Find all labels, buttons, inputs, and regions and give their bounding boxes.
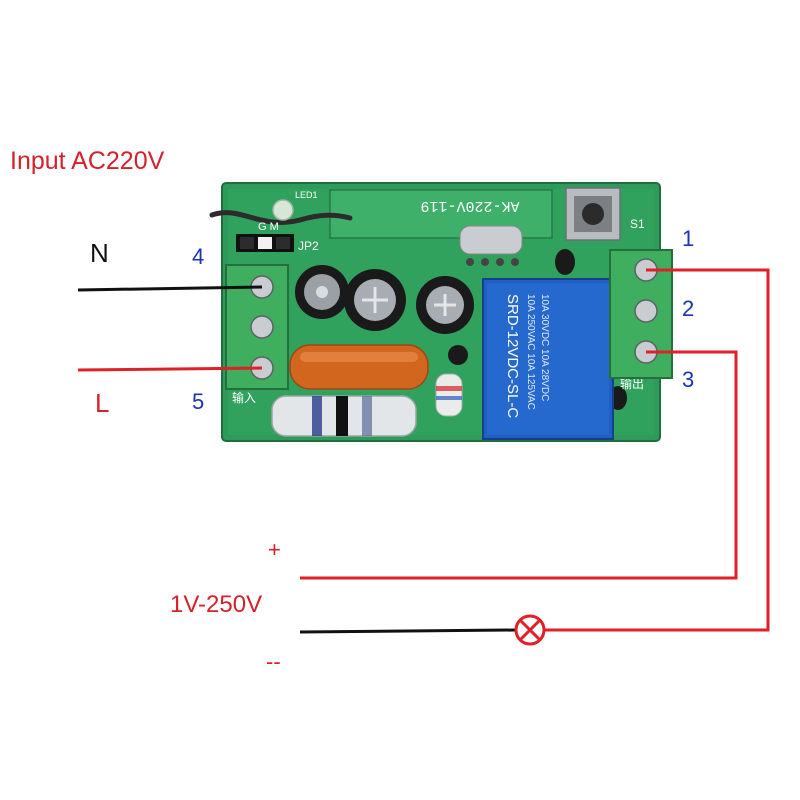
jumper-letters: G M [258,221,279,233]
terminal-number-4: 4 [192,244,204,269]
negative-wire [299,628,516,634]
neutral-wire [77,285,263,292]
antenna-wire [209,210,353,225]
relay-module-board: AK-220V-119 LED1 S1 G M J [209,182,673,442]
crystal [459,225,523,255]
led-label: LED1 [295,190,318,200]
output-wire-terminal-3 [300,350,738,580]
input-terminal-block [225,264,289,390]
power-resistor [271,395,417,437]
relay-line3: 10A 30VDC 10A 28VDC [539,294,550,401]
live-wire [77,366,263,372]
relay-line2: 10A 250VAC 10A 125VAC [525,294,536,410]
jumper-label: JP2 [298,239,319,253]
led: LED1 [272,190,318,221]
switch-label: S1 [630,217,645,231]
minus-label: -- [266,649,281,674]
lamp-icon [514,614,546,646]
output-wire-terminal-1 [545,268,770,632]
relay-line1: SRD-12VDC-SL-C [504,294,521,418]
terminal-screw-2 [634,299,658,323]
voltage-range-label: 1V-250V [170,591,262,618]
capacitor-left [295,265,349,319]
terminal-number-1: 1 [682,226,694,251]
terminal-screw-middle-left [250,315,274,339]
plus-label: + [268,537,281,562]
wiring [77,268,770,646]
live-label: L [95,388,109,418]
rf-receiver-module: AK-220V-119 [329,189,553,266]
relay: SRD-12VDC-SL-C 10A 250VAC 10A 125VAC 10A… [482,278,614,440]
capacitor-right [416,276,474,334]
pushbutton-icon: S1 [565,187,645,241]
terminal-number-5: 5 [192,389,204,414]
film-capacitor [289,344,429,390]
input-mark: 输入 [232,390,256,405]
terminal-number-2: 2 [682,296,694,321]
terminal-number-3: 3 [682,367,694,392]
small-resistor [435,373,463,417]
model-print: AK-220V-119 [420,197,519,214]
neutral-label: N [90,238,109,268]
jumper-icon: G M JP2 [236,221,319,253]
capacitor-center [344,269,406,331]
output-mark: 输出 [620,376,644,391]
input-title: Input AC220V [10,147,165,175]
